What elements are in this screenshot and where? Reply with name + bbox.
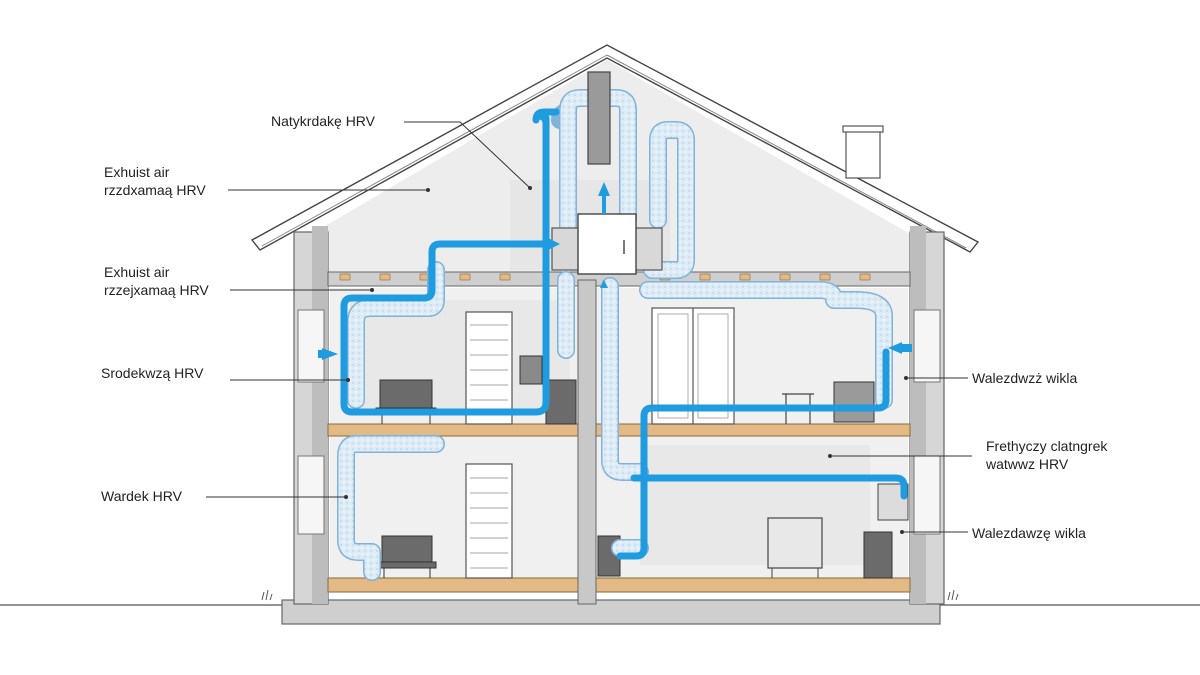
door-upper: [465, 311, 513, 425]
label-right-middle-line1: Frethyczy clatngrek: [986, 438, 1108, 454]
left-window-lower: [297, 455, 325, 535]
airflow-arrows: [318, 182, 912, 360]
label-exhaust-lower-line2: rzzejxamaą HRV: [104, 282, 209, 298]
label-leaders: [206, 121, 972, 533]
armchair-lower-right: [767, 517, 823, 578]
label-top-hrv: Natykrdakę HRV: [271, 113, 376, 129]
exhaust-stack: [587, 71, 611, 165]
right-window-upper: [913, 309, 941, 383]
armchair-upper-left: [375, 379, 437, 424]
central-column: [577, 279, 597, 605]
armchair-lower-left: [377, 535, 437, 578]
right-window-lower: [913, 455, 941, 535]
cabinet-upper-right: [833, 381, 875, 423]
attic-space: [310, 60, 912, 272]
label-right-lower: Walezdawzę wikla: [972, 525, 1086, 541]
label-exhaust-upper-line2: rzzdxamaą HRV: [104, 182, 206, 198]
supply-ducts: [340, 108, 908, 560]
label-exhaust-lower-line1: Exhuist air: [104, 264, 170, 280]
chimney: [845, 129, 881, 179]
hrv-unit: [551, 213, 663, 275]
label-middle-left: Srodekwzą HRV: [101, 365, 204, 381]
roof: [250, 44, 980, 253]
door-lower: [465, 463, 513, 579]
small-unit-upper-center: [519, 355, 577, 425]
label-exhaust-lower: Exhuist air rzzejxamaą HRV: [104, 263, 209, 299]
ground-floor-slab: [327, 577, 911, 593]
label-right-middle-line2: watwwz HRV: [986, 456, 1069, 472]
label-right-middle: Frethyczy clatngrek watwwz HRV: [986, 437, 1107, 473]
foundation: [281, 599, 941, 625]
label-right-upper: Walezdwzż wikla: [972, 370, 1078, 386]
label-exhaust-upper-line1: Exhuist air: [104, 164, 170, 180]
label-exhaust-upper: Exhuist air rzzdxamaą HRV: [104, 163, 206, 199]
label-bottom-left: Wardek HRV: [101, 488, 182, 504]
left-window-upper: [297, 309, 325, 383]
